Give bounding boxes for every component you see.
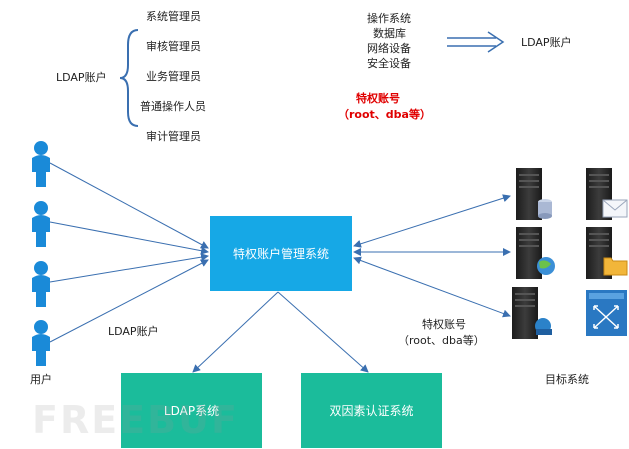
- role-item: 审核管理员: [146, 40, 201, 53]
- server-file-icon: [586, 227, 628, 279]
- network-switch-icon: [586, 290, 627, 336]
- two-factor-system-box: 双因素认证系统: [301, 373, 442, 448]
- role-item: 系统管理员: [146, 10, 201, 23]
- bottom-connectors: [192, 291, 369, 373]
- server-web-icon: [516, 227, 555, 279]
- server-database-icon: [516, 168, 552, 220]
- double-arrow: [447, 31, 505, 53]
- targets-label: 目标系统: [545, 373, 589, 386]
- privileged-examples-mid: （root、dba等）: [398, 334, 485, 347]
- users-label: 用户: [30, 373, 52, 386]
- ldap-account-label-top: LDAP账户: [56, 71, 107, 84]
- ldap-account-label-right: LDAP账户: [521, 36, 572, 49]
- privileged-examples-top: （root、dba等）: [338, 108, 431, 121]
- two-factor-system-label: 双因素认证系统: [329, 404, 414, 418]
- role-item: 审计管理员: [146, 130, 201, 143]
- target-connectors: [353, 194, 511, 318]
- person-icon: [32, 141, 50, 187]
- resource-type: 安全设备: [367, 57, 411, 70]
- ldap-system-box: LDAP系统: [121, 373, 262, 448]
- resource-type: 操作系统: [367, 12, 411, 25]
- server-app-icon: [512, 287, 552, 339]
- brace: [119, 29, 139, 127]
- role-item: 业务管理员: [146, 70, 201, 83]
- role-item: 普通操作人员: [140, 100, 206, 113]
- person-icon: [32, 201, 50, 247]
- watermark-logo: FREEBUF: [32, 398, 239, 442]
- privileged-title-mid: 特权账号: [422, 318, 466, 331]
- person-icon: [32, 261, 50, 307]
- server-mail-icon: [586, 168, 628, 220]
- user-connectors: [49, 162, 209, 343]
- pam-system-box: 特权账户管理系统: [210, 216, 352, 291]
- privileged-title-top: 特权账号: [356, 92, 400, 105]
- resource-type: 网络设备: [367, 42, 411, 55]
- ldap-account-label-mid: LDAP账户: [108, 325, 159, 338]
- pam-system-label: 特权账户管理系统: [232, 247, 329, 261]
- person-icon: [32, 320, 50, 366]
- resource-type: 数据库: [373, 27, 406, 40]
- ldap-system-label: LDAP系统: [163, 404, 220, 418]
